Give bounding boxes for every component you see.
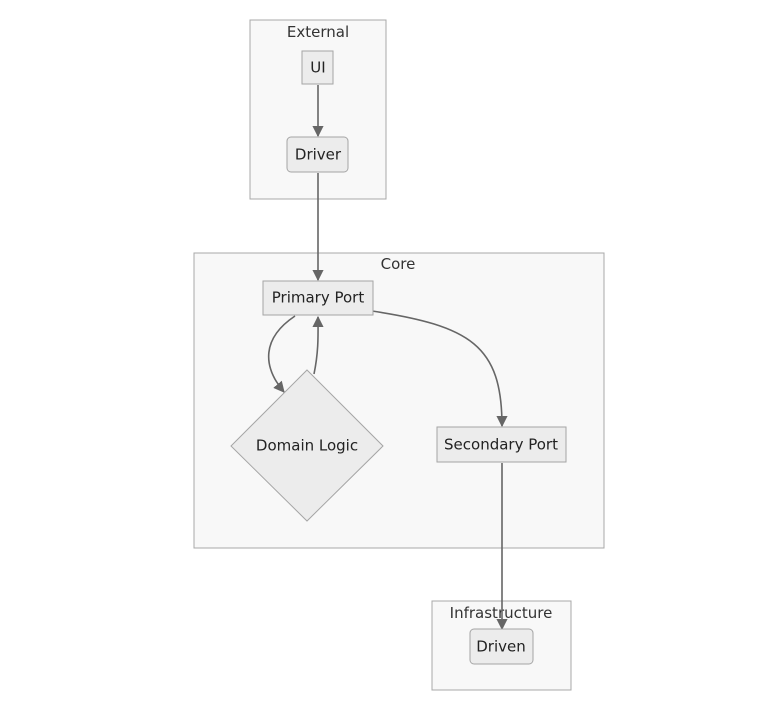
- edge-primary-port-to-domain-logic: [267, 315, 296, 393]
- node-domain-logic: Domain Logic: [230, 369, 384, 522]
- node-driver-label: Driver: [295, 146, 342, 164]
- node-driven: Driven: [469, 628, 534, 665]
- node-ui-label: UI: [310, 59, 325, 77]
- node-primary-port: Primary Port: [262, 280, 374, 316]
- node-primary-port-label: Primary Port: [272, 289, 365, 307]
- cluster-core: Core: [193, 252, 605, 549]
- node-driver: Driver: [286, 136, 349, 173]
- cluster-core-label: Core: [381, 255, 416, 273]
- node-domain-logic-label: Domain Logic: [256, 437, 358, 455]
- edge-primary-port-to-secondary-port: [371, 310, 508, 428]
- edge-domain-logic-to-primary-port: [312, 315, 324, 375]
- cluster-infrastructure: Infrastructure: [431, 600, 572, 691]
- cluster-infrastructure-label: Infrastructure: [450, 604, 553, 622]
- node-secondary-port: Secondary Port: [436, 426, 567, 463]
- node-secondary-port-label: Secondary Port: [444, 436, 558, 454]
- cluster-external-label: External: [287, 23, 349, 41]
- node-ui: UI: [301, 50, 334, 85]
- node-driven-label: Driven: [476, 638, 526, 656]
